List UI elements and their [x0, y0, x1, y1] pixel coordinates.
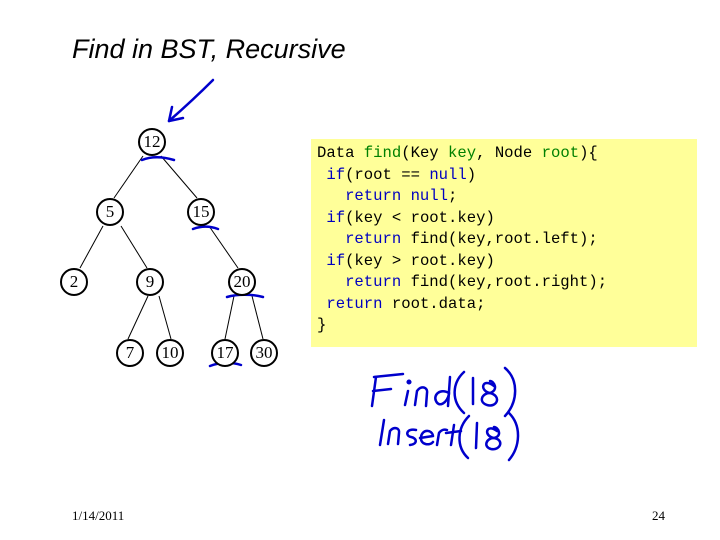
- bst-node: 9: [136, 268, 164, 296]
- edge-15-20: [208, 225, 239, 269]
- bst-node: 17: [211, 339, 239, 367]
- code-block: Data find(Key key, Node root){ if(root =…: [317, 143, 607, 337]
- edge-5-9: [120, 225, 148, 269]
- edge-20-17: [224, 295, 235, 340]
- edge-20-30: [251, 295, 264, 340]
- bst-node: 7: [116, 339, 144, 367]
- arrow-to-root-icon: [167, 78, 215, 123]
- code-line-2: if(root == null): [317, 165, 477, 184]
- code-line-8: return root.data;: [317, 294, 486, 313]
- slide-title: Find in BST, Recursive: [72, 34, 346, 64]
- handwritten-find-18: [370, 366, 517, 418]
- bst-node: 10: [156, 339, 184, 367]
- bst-node: 15: [187, 198, 215, 226]
- underline-node-12: [140, 156, 176, 162]
- edge-5-2: [79, 225, 104, 269]
- bst-node: 5: [96, 198, 124, 226]
- edge-9-7: [127, 295, 149, 340]
- edge-12-15: [160, 155, 198, 199]
- code-line-7: return find(key,root.right);: [317, 273, 608, 291]
- slide-date: 1/14/2011: [72, 508, 125, 523]
- handwritten-insert-18: [378, 411, 520, 462]
- code-line-4: if(key < root.key): [317, 208, 495, 227]
- code-line-9: }: [317, 316, 327, 334]
- code-block-background: [311, 139, 697, 347]
- tree-edges: [79, 155, 264, 340]
- arrowhead-icon: [167, 105, 185, 123]
- bst-node-root: 12: [138, 128, 166, 156]
- code-line-5: return find(key,root.left);: [317, 230, 598, 248]
- code-line-1: Data find(Key key, Node root){: [317, 144, 598, 162]
- underline-node-15: [191, 225, 220, 231]
- slide-page-number: 24: [652, 508, 665, 523]
- code-line-3: return null;: [317, 187, 458, 205]
- bst-node: 2: [60, 268, 88, 296]
- bst-node: 20: [228, 268, 256, 296]
- edge-9-10: [158, 295, 172, 340]
- code-line-6: if(key > root.key): [317, 251, 495, 270]
- edge-12-5: [113, 155, 144, 199]
- bst-node: 30: [250, 339, 278, 367]
